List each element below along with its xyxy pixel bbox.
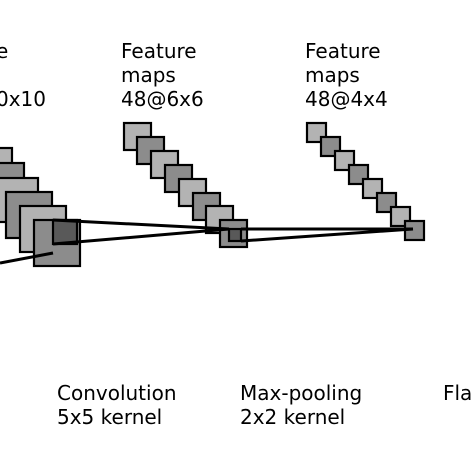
connection-line xyxy=(240,227,414,243)
layer-label-line: 0x10 xyxy=(0,87,47,111)
connection-line xyxy=(52,218,230,231)
layer-label-line: Feature xyxy=(305,39,381,63)
layer-label-line: Feature xyxy=(121,39,197,63)
operation-label-line: 2x2 kernel xyxy=(240,405,346,429)
layer-label-line: e xyxy=(0,39,9,63)
operation-label-line: Convolution xyxy=(57,381,177,405)
kernel-window xyxy=(51,218,79,246)
connection-lines xyxy=(0,218,414,265)
layer-label-line: 48@6x6 xyxy=(121,87,204,111)
feature-map-stack-4x4 xyxy=(305,121,426,242)
connection-line xyxy=(0,251,54,265)
connection-line xyxy=(52,227,230,246)
feature-map-stack-6x6 xyxy=(122,121,249,249)
layer-label-line: maps xyxy=(305,63,360,87)
operation-label-line: Fla xyxy=(443,381,473,405)
operation-label-line: 5x5 kernel xyxy=(57,405,163,429)
feature-map-stack-10x10 xyxy=(0,146,82,268)
layer-label-line: 48@4x4 xyxy=(305,87,388,111)
pooling-window xyxy=(227,227,243,243)
operation-label-line: Max-pooling xyxy=(240,381,363,405)
layer-label-line: maps xyxy=(121,63,176,87)
